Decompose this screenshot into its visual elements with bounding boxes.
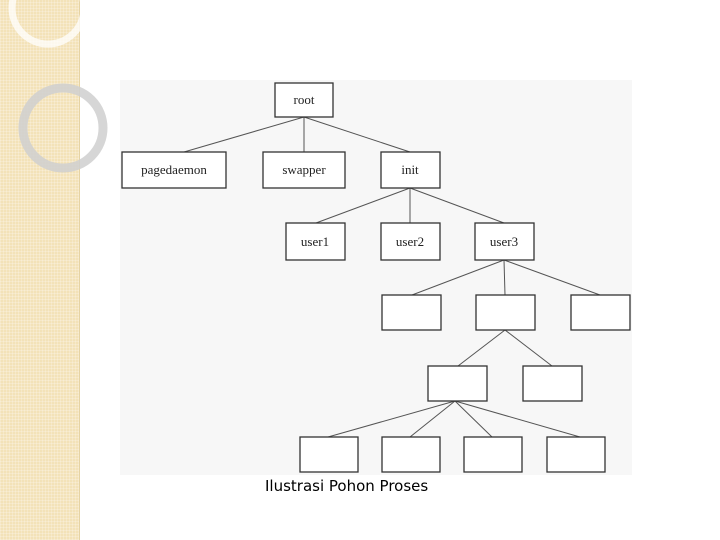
edges-init xyxy=(315,187,505,224)
node-root-label: root xyxy=(294,92,315,107)
diagram-caption: Ilustrasi Pohon Proses xyxy=(265,477,429,495)
node-user3-label: user3 xyxy=(490,234,518,249)
node-user2: user2 xyxy=(380,222,441,261)
node-root: root xyxy=(274,82,334,118)
decorative-circles xyxy=(8,0,108,173)
node-swapper: swapper xyxy=(262,151,346,189)
node-pagedaemon: pagedaemon xyxy=(121,151,227,189)
node-unlabeled xyxy=(475,294,536,331)
node-user3: user3 xyxy=(474,222,535,261)
node-swapper-label: swapper xyxy=(282,162,326,177)
edges-root xyxy=(183,116,411,153)
node-unlabeled xyxy=(381,436,441,473)
node-unlabeled xyxy=(570,294,631,331)
node-unlabeled xyxy=(522,365,583,402)
node-user2-label: user2 xyxy=(396,234,424,249)
edges-level4 xyxy=(457,329,553,367)
node-unlabeled xyxy=(427,365,488,402)
node-unlabeled xyxy=(546,436,606,473)
node-unlabeled xyxy=(299,436,359,473)
node-unlabeled xyxy=(381,294,442,331)
node-user1: user1 xyxy=(285,222,346,261)
edges-level5 xyxy=(327,400,581,438)
process-tree-diagram: root pagedaemon swapper init user1 user2… xyxy=(120,80,632,475)
node-unlabeled xyxy=(463,436,523,473)
edges-user3 xyxy=(411,259,601,296)
node-pagedaemon-label: pagedaemon xyxy=(141,162,207,177)
node-init-label: init xyxy=(401,162,419,177)
node-init: init xyxy=(380,151,441,189)
node-user1-label: user1 xyxy=(301,234,329,249)
